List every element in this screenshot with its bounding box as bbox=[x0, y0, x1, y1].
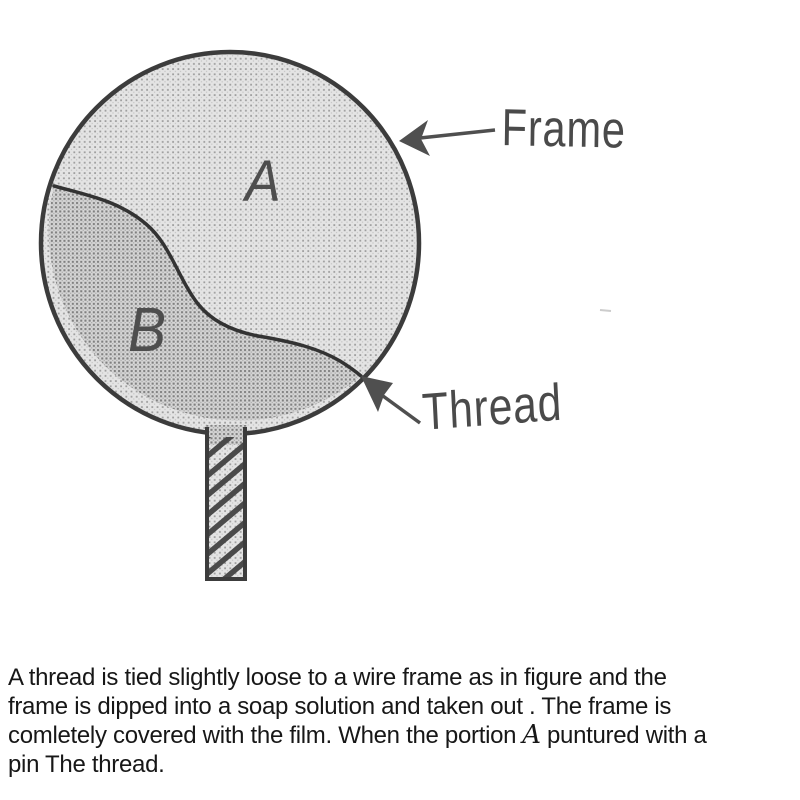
frame-arrow bbox=[399, 120, 496, 156]
region-b-label: B bbox=[128, 296, 167, 365]
question-line-3-after: puntured with a bbox=[546, 722, 707, 749]
frame-arrowhead-icon bbox=[399, 120, 430, 156]
question-text: A thread is tied slightly loose to a wir… bbox=[8, 663, 800, 779]
math-symbol-a: A bbox=[522, 720, 541, 750]
thread-arrow bbox=[361, 376, 422, 425]
thread-curve bbox=[52, 184, 363, 378]
frame-label: Frame bbox=[501, 99, 627, 160]
thread-arrowhead-icon bbox=[361, 376, 393, 412]
handle-hatch bbox=[206, 437, 246, 580]
thread-label: Thread bbox=[420, 373, 564, 442]
question-line-4: pin The thread. bbox=[8, 751, 165, 778]
frame-arrow-line bbox=[419, 128, 496, 140]
question-line-2: frame is dipped into a soap solution and… bbox=[8, 693, 672, 720]
figure-svg bbox=[38, 49, 612, 581]
question-line-3: comletely covered with the film. When th… bbox=[8, 721, 800, 750]
frame-handle bbox=[205, 425, 247, 581]
question-line-3-before: comletely covered with the film. When th… bbox=[8, 722, 517, 749]
scan-speck bbox=[599, 309, 612, 312]
question-line-1: A thread is tied slightly loose to a wir… bbox=[8, 664, 667, 691]
region-a-label: A bbox=[245, 149, 281, 214]
handle-outline bbox=[205, 427, 247, 581]
film-region-b bbox=[48, 186, 362, 421]
thread-arrow-line bbox=[381, 394, 422, 425]
